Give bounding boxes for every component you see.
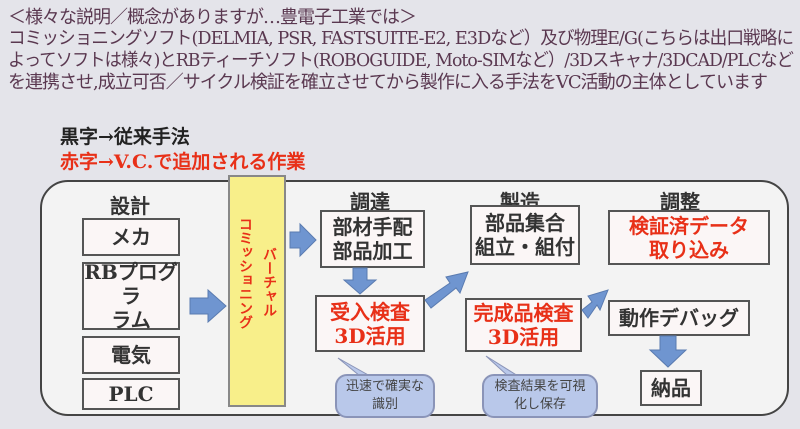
label: 3D活用 <box>487 325 560 349</box>
label: 完成品検査 <box>473 301 574 325</box>
arrow-icon <box>342 267 378 295</box>
intro-line: を連携させ,成立可否／サイクル検証を確立させてから製作に入る手法をVC活動の主体… <box>8 72 768 93</box>
label: 検証済データ <box>629 213 749 238</box>
label: 部品集合 <box>485 211 565 235</box>
intro-line: コミッショニングソフト(DELMIA, PSR, FASTSUITE-E2, E… <box>8 28 794 49</box>
label: コミッショニング <box>237 217 253 329</box>
label: バーチャル <box>261 247 277 317</box>
label: 迅速で確実な <box>345 378 424 394</box>
label: ラム <box>111 308 151 332</box>
intro-heading: ＜様々な説明／概念がありますが…豊電子工業では＞ <box>8 7 417 28</box>
callout-quick-identification: 迅速で確実な識別 <box>335 374 435 418</box>
box-debug: 動作デバッグ <box>608 300 750 336</box>
header-design: 設計 <box>110 194 150 218</box>
arrow-icon <box>581 289 609 319</box>
intro-line: よってソフトは様々)とRBティーチソフト(ROBOGUIDE, Moto-SIM… <box>8 50 794 71</box>
legend-black: 黒字→従来手法 <box>60 126 190 148</box>
label: 化し保存 <box>513 397 566 412</box>
box-plc: PLC <box>82 378 180 410</box>
arrow-icon <box>189 288 227 324</box>
callout-tail <box>485 355 520 377</box>
box-parts-procurement: 部材手配部品加工 <box>320 210 425 268</box>
label: RBプログラ <box>84 260 178 308</box>
legend-red: 赤字→V.C.で追加される作業 <box>60 151 306 173</box>
box-delivery: 納品 <box>640 370 702 406</box>
label: 識別 <box>371 397 398 412</box>
label: 検査結果を可視 <box>494 378 586 394</box>
label: 組立・組付 <box>475 235 575 259</box>
label: 受入検査 <box>330 299 410 324</box>
label: 部材手配 <box>332 215 413 239</box>
virtual-commissioning-box: コミッショニング バーチャル <box>228 175 286 407</box>
box-mechanical: メカ <box>82 218 180 256</box>
label: 部品加工 <box>332 239 413 263</box>
callout-visualize-results: 検査結果を可視化し保存 <box>482 374 598 418</box>
label: 3D活用 <box>334 323 406 348</box>
label: 取り込み <box>649 237 729 262</box>
box-electrical: 電気 <box>82 336 180 374</box>
box-verified-data-import: 検証済データ取り込み <box>608 210 770 265</box>
arrow-icon <box>289 222 317 258</box>
box-rb-program: RBプログララム <box>82 260 180 332</box>
box-assembly: 部品集合組立・組付 <box>470 205 580 265</box>
arrow-icon <box>424 271 469 309</box>
arrow-icon <box>648 335 688 368</box>
